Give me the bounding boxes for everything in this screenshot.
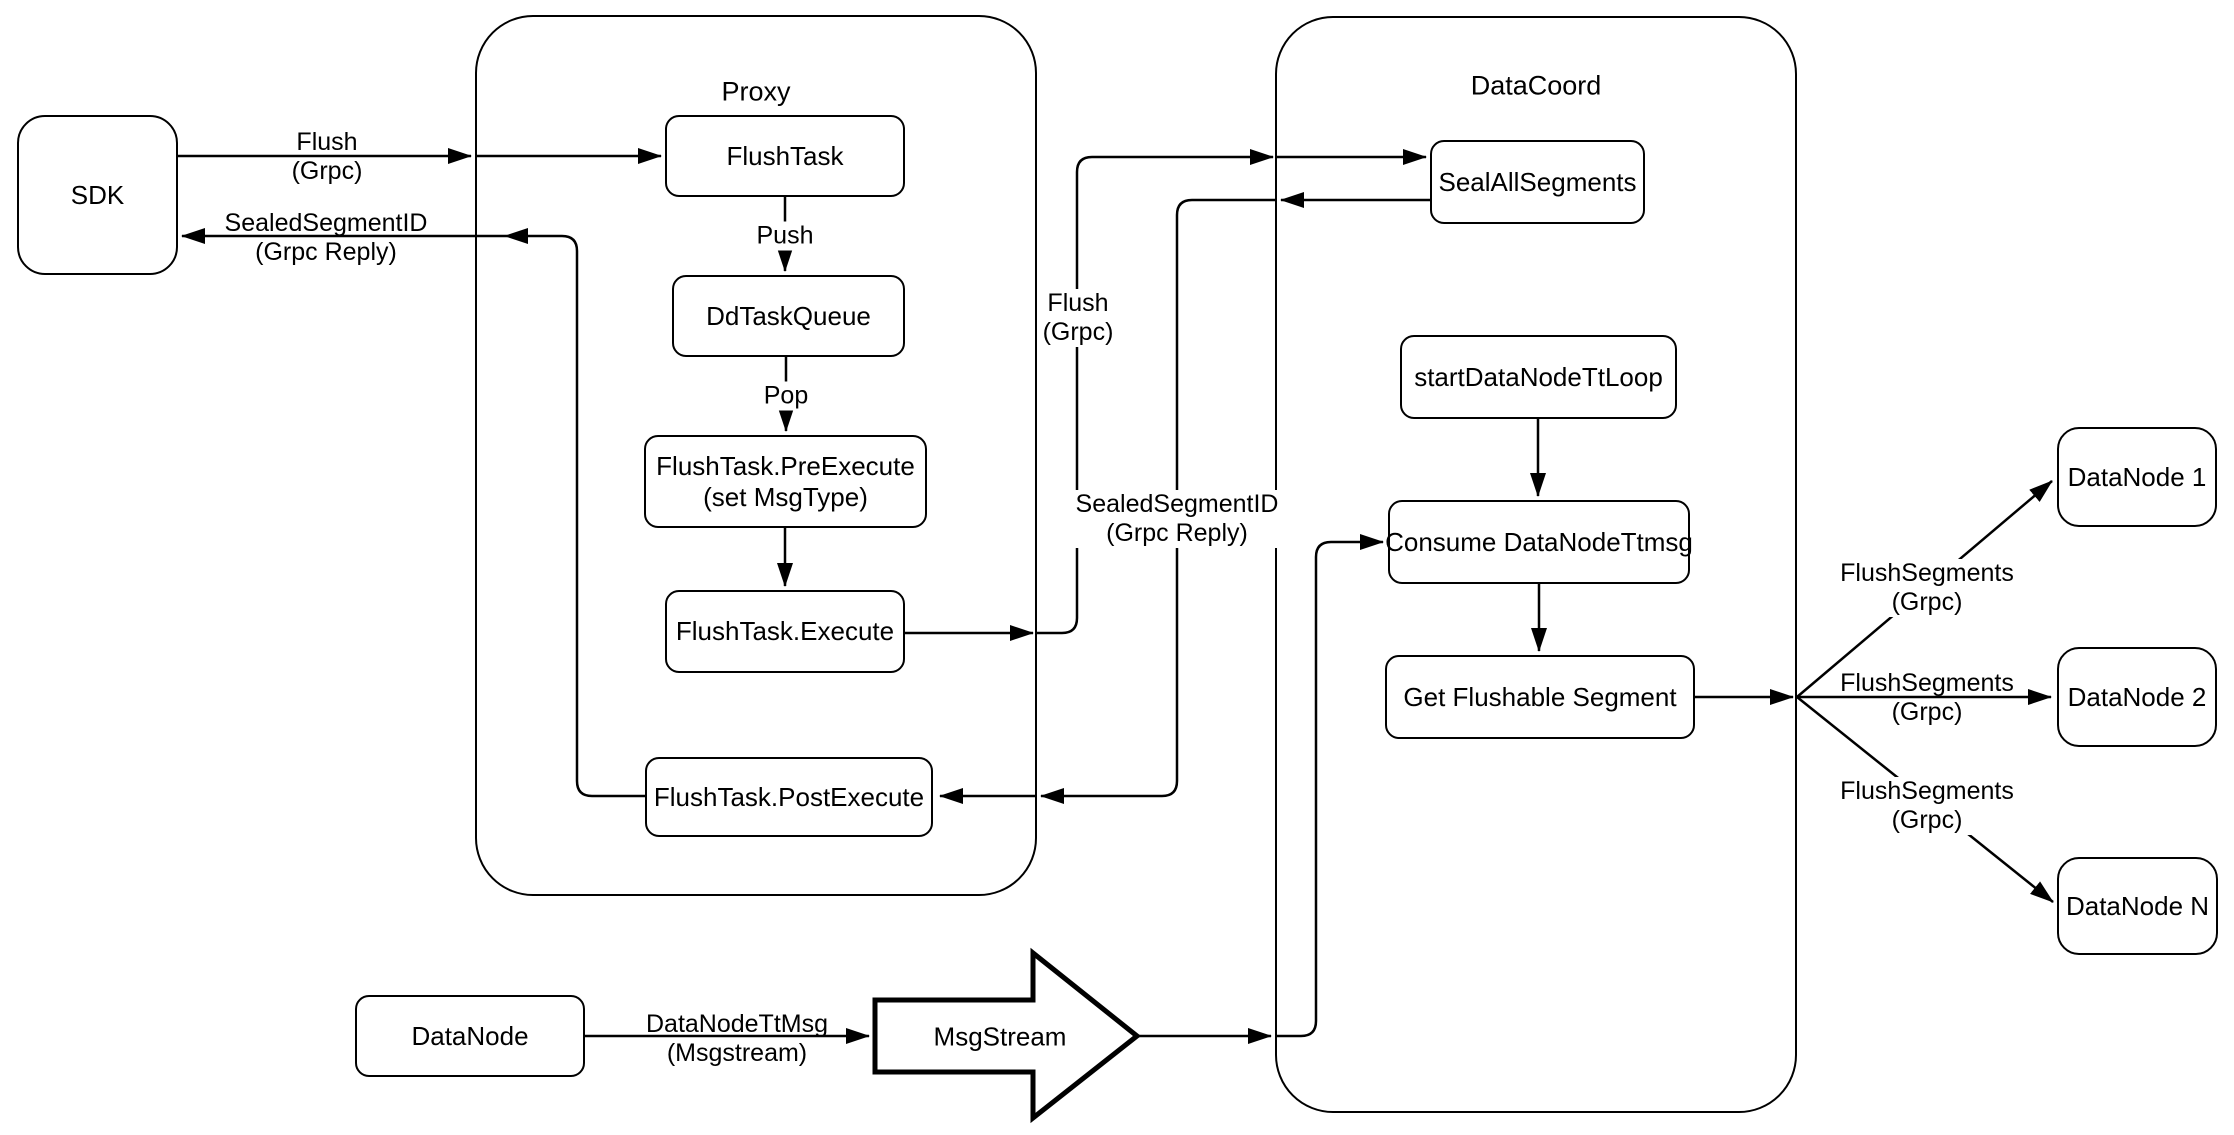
proxy-container: Proxy — [475, 15, 1037, 896]
msgstream-block-arrow — [872, 947, 1142, 1124]
edge-label-push: Push — [753, 221, 817, 251]
edge-postexecute-to-proxy-border — [504, 228, 645, 798]
edge-label-flushsegments-n-line1: FlushSegments — [1840, 777, 2014, 805]
node-flushtask: FlushTask — [665, 115, 905, 197]
node-ddtaskqueue: DdTaskQueue — [672, 275, 905, 357]
node-preexecute-label-line1: FlushTask.PreExecute — [656, 450, 915, 481]
edge-label-flushsegments-1: FlushSegments (Grpc) — [1837, 559, 2017, 617]
node-ddtaskqueue-label: DdTaskQueue — [706, 300, 871, 331]
proxy-container-title: Proxy — [721, 76, 791, 107]
node-datanoden-label: DataNode N — [2065, 890, 2210, 921]
edge-label-sealed-proxy-line1: SealedSegmentID — [1075, 490, 1279, 518]
node-getflushablesegment: Get Flushable Segment — [1385, 655, 1695, 739]
edge-label-sealed-proxy-line2: (Grpc Reply) — [1106, 519, 1248, 547]
node-sealallsegments-label: SealAllSegments — [1438, 166, 1637, 197]
node-startdatanodettloop: startDataNodeTtLoop — [1400, 335, 1677, 419]
node-sdk: SDK — [17, 115, 178, 275]
edge-label-pop: Pop — [760, 381, 812, 411]
node-sealallsegments: SealAllSegments — [1430, 140, 1645, 224]
node-execute: FlushTask.Execute — [665, 590, 905, 673]
node-getflushablesegment-label: Get Flushable Segment — [1403, 681, 1677, 712]
node-datanode2-label: DataNode 2 — [2067, 681, 2207, 712]
node-datanode2: DataNode 2 — [2057, 647, 2217, 747]
edge-label-flush-sdk-line1: Flush — [296, 128, 358, 156]
edge-label-sealed-sdk-line1: SealedSegmentID — [224, 209, 428, 237]
edge-label-sealed-proxy: SealedSegmentID (Grpc Reply) — [1072, 490, 1282, 548]
datacoord-container-title: DataCoord — [1470, 70, 1602, 101]
node-startdatanodettloop-label: startDataNodeTtLoop — [1414, 361, 1663, 392]
edge-label-flushsegments-1-line1: FlushSegments — [1840, 559, 2014, 587]
edge-label-flushsegments-1-line2: (Grpc) — [1891, 588, 1963, 616]
edge-label-flushsegments-2-line1: FlushSegments — [1840, 669, 2014, 697]
node-execute-label: FlushTask.Execute — [675, 616, 895, 646]
node-flushtask-label: FlushTask — [726, 140, 844, 171]
edge-label-datanodettmsg: DataNodeTtMsg (Msgstream) — [646, 1010, 828, 1068]
edge-label-flush-proxy-line2: (Grpc) — [1042, 318, 1114, 346]
node-datanode: DataNode — [355, 995, 585, 1077]
edge-label-datanodettmsg-line1: DataNodeTtMsg — [645, 1010, 829, 1038]
node-preexecute: FlushTask.PreExecute (set MsgType) — [644, 435, 927, 528]
edge-label-flushsegments-2-line2: (Grpc) — [1891, 698, 1963, 726]
edge-label-datanodettmsg-line2: (Msgstream) — [666, 1039, 808, 1067]
edge-label-sealed-sdk: SealedSegmentID (Grpc Reply) — [225, 209, 428, 267]
edge-label-flush-proxy-line1: Flush — [1047, 289, 1109, 317]
edge-label-flushsegments-2: FlushSegments (Grpc) — [1840, 669, 2014, 727]
edge-label-flushsegments-n: FlushSegments (Grpc) — [1837, 777, 2017, 835]
edge-label-pop-text: Pop — [763, 381, 809, 410]
edge-label-flush-sdk-line2: (Grpc) — [291, 157, 363, 185]
node-datanoden: DataNode N — [2057, 857, 2218, 955]
datacoord-container: DataCoord — [1275, 16, 1797, 1113]
edge-flush-to-datacoord-border — [1037, 149, 1274, 635]
edge-label-sealed-sdk-line2: (Grpc Reply) — [255, 238, 397, 266]
edge-label-flush-sdk: Flush (Grpc) — [292, 128, 363, 186]
node-consumedatanodettmsg: Consume DataNodeTtmsg — [1385, 500, 1693, 584]
node-consumedatanodettmsg-label: Consume DataNodeTtmsg — [1385, 526, 1693, 557]
edge-label-push-text: Push — [756, 221, 814, 250]
msgstream-label: MsgStream — [933, 1021, 1067, 1052]
node-postexecute: FlushTask.PostExecute — [645, 757, 933, 837]
node-postexecute-label: FlushTask.PostExecute — [653, 781, 925, 812]
node-datanode-label: DataNode — [411, 1020, 529, 1051]
node-datanode1-label: DataNode 1 — [2067, 461, 2207, 492]
node-preexecute-label-line2: (set MsgType) — [703, 481, 868, 512]
edge-label-flushsegments-n-line2: (Grpc) — [1891, 806, 1963, 834]
node-datanode1: DataNode 1 — [2057, 427, 2217, 527]
node-sdk-label: SDK — [70, 179, 125, 210]
edge-datacoord-border-to-consume — [1275, 534, 1384, 1038]
edge-label-flush-proxy: Flush (Grpc) — [1039, 289, 1117, 347]
